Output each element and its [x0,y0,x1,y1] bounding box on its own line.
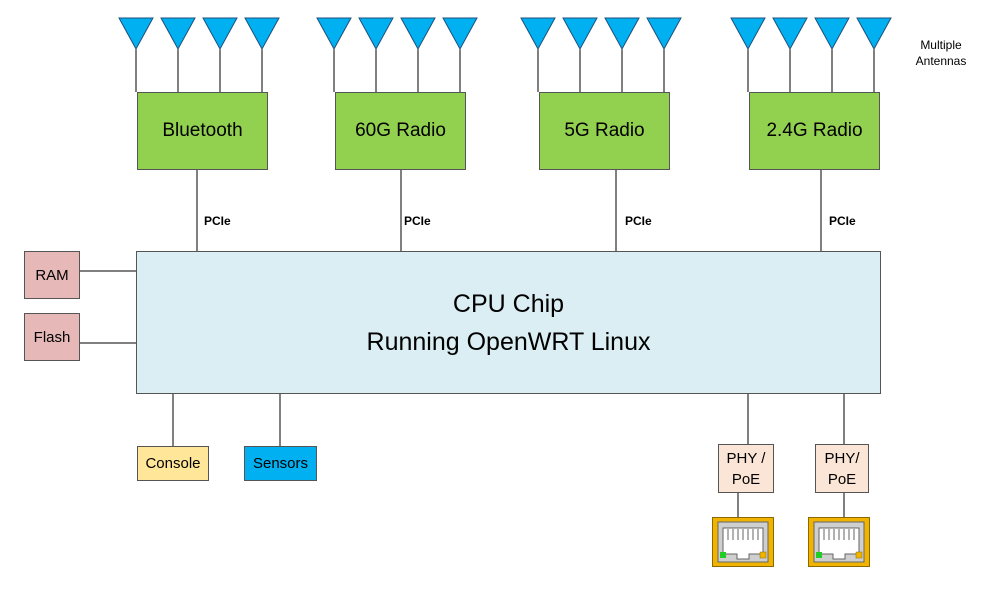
antenna-icon [118,17,154,51]
phy-poe-box-1: PHY / PoE [718,444,774,493]
poe-label-1: PoE [731,470,761,488]
antenna-icon [400,17,436,51]
radio-5g-box: 5G Radio [539,92,670,170]
antenna-icon [520,17,556,51]
activity-led-icon [855,551,863,559]
phy-label-2: PHY/ [824,449,860,467]
antennas-label: Multiple Antennas [906,37,976,69]
ram-box: RAM [24,251,80,299]
antenna-icon [604,17,640,51]
antenna-icon [562,17,598,51]
antenna-icon [316,17,352,51]
pcie-label-bluetooth: PCIe [204,214,231,228]
antenna-icon [772,17,808,51]
pcie-label-5g: PCIe [625,214,652,228]
antenna-icon [442,17,478,51]
sensors-box: Sensors [244,446,317,481]
phy-label-1: PHY / [726,449,766,467]
antenna-icon [646,17,682,51]
antenna-icon [856,17,892,51]
activity-led-icon [759,551,767,559]
console-box: Console [137,446,209,481]
cpu-title: CPU Chip [452,289,565,318]
rj45-jack-icon [813,521,865,563]
cpu-chip-box: CPU Chip Running OpenWRT Linux [136,251,881,394]
antenna-icon [730,17,766,51]
pcie-label-24g: PCIe [829,214,856,228]
antenna-icon [814,17,850,51]
poe-label-2: PoE [827,470,857,488]
radio-24g-box: 2.4G Radio [749,92,880,170]
phy-poe-box-2: PHY/ PoE [815,444,869,493]
rj45-jack-icon [717,521,769,563]
antennas-label-line1: Multiple [920,38,962,52]
link-led-icon [720,552,726,558]
flash-box: Flash [24,313,80,361]
radio-60g-box: 60G Radio [335,92,466,170]
antenna-icon [244,17,280,51]
bluetooth-box: Bluetooth [137,92,268,170]
ethernet-port-icon-1 [712,517,774,567]
antenna-group [118,17,892,92]
antennas-label-line2: Antennas [915,54,967,68]
antenna-icon [160,17,196,51]
pcie-label-60g: PCIe [404,214,431,228]
ethernet-port-icon-2 [808,517,870,567]
cpu-subtitle: Running OpenWRT Linux [366,327,651,356]
link-led-icon [816,552,822,558]
antenna-icon [358,17,394,51]
antenna-icon [202,17,238,51]
